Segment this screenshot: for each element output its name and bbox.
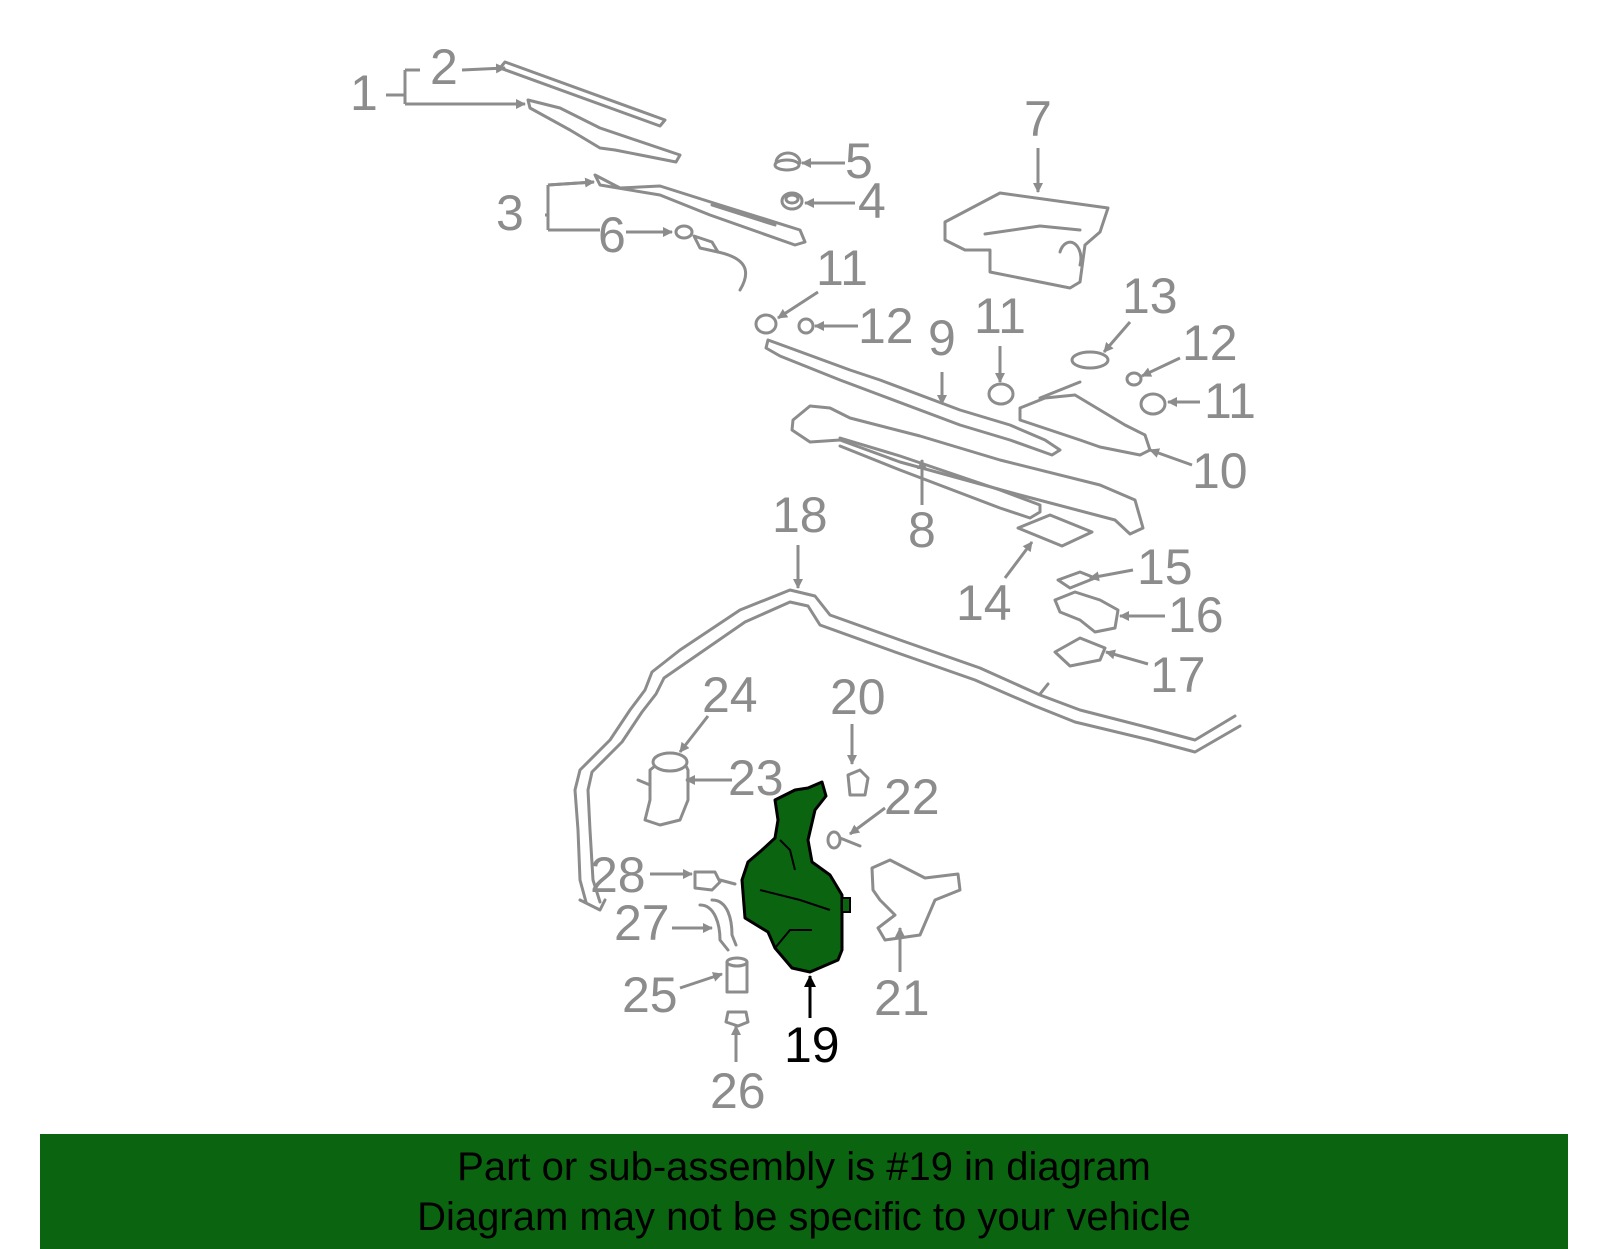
callout-16: 16 bbox=[1168, 587, 1224, 643]
cowl-cover-part bbox=[943, 191, 1110, 290]
callout-11-mid: 11 bbox=[974, 288, 1026, 344]
callout-22: 22 bbox=[884, 769, 940, 825]
callout-23: 23 bbox=[728, 750, 784, 806]
banner-line-disclaimer: Diagram may not be specific to your vehi… bbox=[417, 1195, 1191, 1239]
level-sensor-part bbox=[693, 870, 737, 892]
washer-cap-part bbox=[846, 768, 870, 797]
callout-labels: 1 2 3 6 5 4 7 11 12 9 11 13 12 11 10 8 1… bbox=[350, 39, 1256, 1119]
callout-28: 28 bbox=[590, 847, 646, 903]
gasket-part bbox=[1016, 513, 1094, 548]
callout-11-right: 11 bbox=[1204, 373, 1256, 429]
callout-19: 19 bbox=[784, 1017, 840, 1073]
callout-11-left: 11 bbox=[816, 240, 868, 296]
nut-part bbox=[773, 151, 802, 172]
callout-7: 7 bbox=[1024, 91, 1052, 147]
callout-2: 2 bbox=[430, 39, 458, 95]
callout-24: 24 bbox=[702, 667, 758, 723]
callout-21: 21 bbox=[874, 970, 930, 1026]
callout-12-left: 12 bbox=[858, 298, 914, 354]
callout-15: 15 bbox=[1137, 539, 1193, 595]
parts-diagram: 1 2 3 6 5 4 7 11 12 9 11 13 12 11 10 8 1… bbox=[350, 39, 1256, 1119]
info-banner: Part or sub-assembly is #19 in diagram D… bbox=[40, 1134, 1568, 1249]
callout-3: 3 bbox=[496, 185, 524, 241]
callout-27: 27 bbox=[614, 895, 670, 951]
callout-6: 6 bbox=[598, 207, 626, 263]
callout-14: 14 bbox=[956, 575, 1012, 631]
banner-line-part-number: Part or sub-assembly is #19 in diagram bbox=[457, 1145, 1151, 1189]
callout-26: 26 bbox=[710, 1063, 766, 1119]
callout-18: 18 bbox=[772, 487, 828, 543]
washer-hose-part bbox=[573, 588, 1242, 912]
cap-part bbox=[780, 191, 804, 211]
filler-neck-part bbox=[636, 751, 690, 827]
washer-pump-part bbox=[725, 956, 749, 994]
motor-bracket-part bbox=[987, 350, 1167, 457]
callout-20: 20 bbox=[830, 669, 886, 725]
wiper-linkage-part bbox=[754, 313, 1062, 457]
callout-13: 13 bbox=[1122, 268, 1178, 324]
callout-5: 5 bbox=[845, 133, 873, 189]
callout-4: 4 bbox=[858, 173, 886, 229]
wiper-arm-part bbox=[593, 173, 807, 247]
reservoir-bracket-part bbox=[870, 858, 962, 942]
callout-8: 8 bbox=[908, 502, 936, 558]
grommet-part bbox=[724, 1010, 750, 1028]
wiper-blade-part bbox=[498, 60, 682, 164]
leader-arrows bbox=[386, 63, 1200, 1062]
callout-10: 10 bbox=[1192, 443, 1248, 499]
pump-hose-part bbox=[698, 898, 738, 952]
washer-reservoir-part bbox=[740, 780, 851, 974]
callout-9: 9 bbox=[928, 310, 956, 366]
callout-25: 25 bbox=[622, 967, 678, 1023]
callout-1: 1 bbox=[350, 65, 378, 121]
wiper-frame-part bbox=[790, 404, 1145, 536]
bolt-part bbox=[826, 830, 862, 850]
hose-connector-part bbox=[674, 224, 748, 292]
callout-17: 17 bbox=[1150, 647, 1206, 703]
callout-12-right: 12 bbox=[1182, 315, 1238, 371]
